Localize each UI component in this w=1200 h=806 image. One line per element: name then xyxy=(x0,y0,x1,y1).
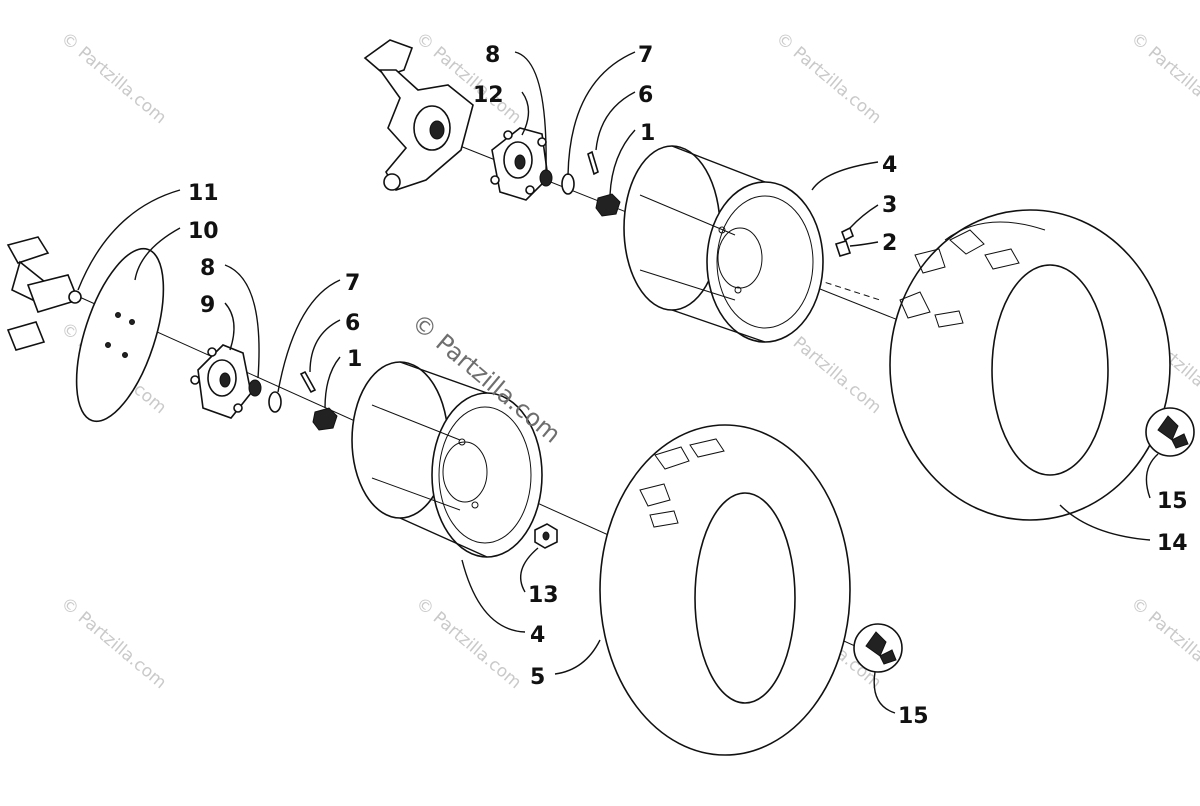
callout-label: 15 xyxy=(1157,489,1188,514)
top-right-tire xyxy=(889,209,1171,521)
callout-label: 7 xyxy=(638,43,653,68)
callout-label: 8 xyxy=(200,256,215,281)
left-hub xyxy=(190,344,252,419)
left-u-joint xyxy=(6,236,82,351)
top-right-cap xyxy=(1145,407,1195,457)
callout-label: 6 xyxy=(345,311,360,336)
callout-label: 10 xyxy=(188,219,219,244)
callout-label: 3 xyxy=(882,193,897,218)
top-small-parts xyxy=(539,150,621,217)
top-wheel-rim xyxy=(623,145,824,343)
callout-labels: 8 7 12 6 1 4 3 2 11 10 8 7 9 6 1 15 14 1… xyxy=(188,43,1188,729)
callout-label: 12 xyxy=(473,83,504,108)
callout-label: 5 xyxy=(530,665,545,690)
watermark: © Partzilla.com xyxy=(57,594,170,694)
callout-label: 13 xyxy=(528,583,559,608)
valve-stem xyxy=(834,226,855,257)
watermark: © Partzilla.com xyxy=(57,29,170,129)
watermark: © Partzilla.com xyxy=(772,29,885,129)
callout-label: 4 xyxy=(882,153,897,178)
callout-label: 14 xyxy=(1157,531,1188,556)
left-small-parts xyxy=(248,370,338,431)
bottom-tire xyxy=(599,424,851,756)
callout-label: 2 xyxy=(882,231,897,256)
callout-label: 6 xyxy=(638,83,653,108)
callout-label: 8 xyxy=(485,43,500,68)
callout-label: 9 xyxy=(200,293,215,318)
callout-label: 15 xyxy=(898,704,929,729)
callout-label: 1 xyxy=(640,121,655,146)
watermark: © Partzilla.com xyxy=(1127,29,1200,129)
callout-label: 4 xyxy=(530,623,545,648)
top-hub xyxy=(490,127,549,201)
brake-disc xyxy=(75,247,165,423)
watermark: © Partzilla.com xyxy=(412,594,525,694)
callout-label: 1 xyxy=(347,347,362,372)
watermark: © Partzilla.com xyxy=(1127,594,1200,694)
lug-nut xyxy=(534,523,558,549)
left-wheel-rim xyxy=(351,361,543,558)
leader-lines xyxy=(77,51,1159,714)
callout-label: 7 xyxy=(345,271,360,296)
top-steering-knuckle xyxy=(363,39,474,191)
bottom-cap xyxy=(853,623,903,673)
callout-label: 11 xyxy=(188,181,219,206)
